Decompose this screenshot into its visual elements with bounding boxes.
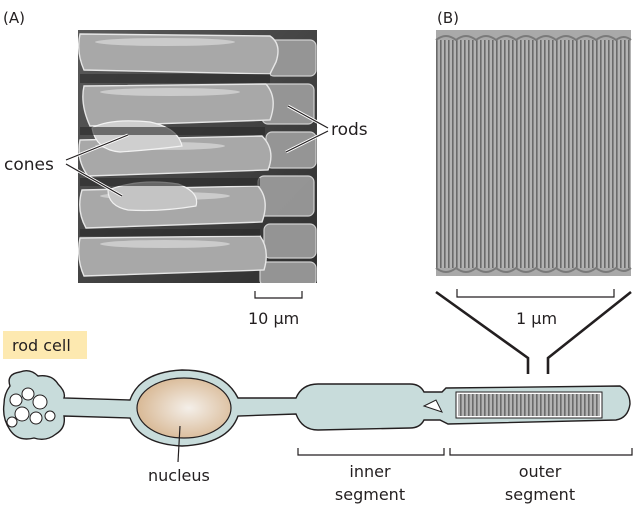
inner-segment-label-line2: segment — [335, 485, 405, 504]
rods-callout: rods — [285, 104, 368, 154]
outer-segment-label-line1: outer — [519, 462, 562, 481]
scale-bar-b — [456, 289, 615, 298]
nucleus-pointer — [177, 425, 181, 463]
tem-micrograph — [435, 30, 632, 276]
sem-micrograph — [78, 30, 317, 283]
outer-segment-label-line2: segment — [505, 485, 575, 504]
rods-label: rods — [331, 120, 368, 140]
cones-label: cones — [4, 155, 54, 175]
scale-bar-a — [254, 291, 303, 299]
scale-bar-b-label: 1 μm — [516, 309, 557, 328]
cones-callout: cones — [4, 133, 129, 198]
rod-cell-body — [2, 369, 631, 447]
panel-a-label: (A) — [3, 9, 25, 27]
scale-bar-a-label: 10 μm — [248, 309, 299, 328]
segment-brackets — [297, 448, 633, 456]
rod-cell-label: rod cell — [12, 336, 71, 355]
nucleus — [136, 377, 232, 439]
rod-cell-badge: rod cell — [3, 331, 87, 359]
zoom-connector — [435, 290, 632, 374]
inner-segment-label-line1: inner — [349, 462, 391, 481]
nucleus-label: nucleus — [148, 466, 210, 485]
panel-b-label: (B) — [437, 9, 459, 27]
disk-stack — [455, 391, 603, 419]
